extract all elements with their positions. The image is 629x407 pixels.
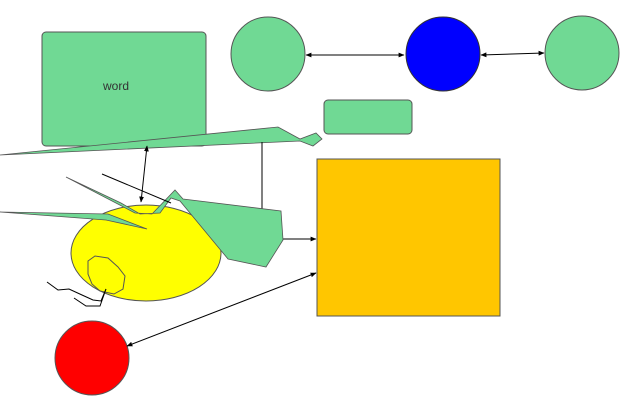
small-green-box[interactable]: [323, 99, 413, 135]
word-box-label: word: [102, 79, 129, 93]
freehand-squiggle: [46, 281, 107, 307]
green-circle-right[interactable]: [544, 15, 620, 91]
blue-circle[interactable]: [405, 16, 481, 92]
connector-sliver-ellipse: [139, 145, 149, 203]
stroke-line-top: [101, 173, 172, 204]
connector-red-orange: [126, 272, 317, 347]
outline-polygon[interactable]: [87, 255, 126, 295]
orange-square[interactable]: [316, 158, 501, 317]
green-circle-left[interactable]: [230, 16, 306, 92]
green-sliver-left[interactable]: [0, 211, 148, 230]
green-irregular-shape[interactable]: [65, 176, 284, 268]
connector-blue-green: [480, 50, 545, 58]
red-circle[interactable]: [54, 320, 130, 396]
green-sliver-top[interactable]: [0, 126, 323, 156]
